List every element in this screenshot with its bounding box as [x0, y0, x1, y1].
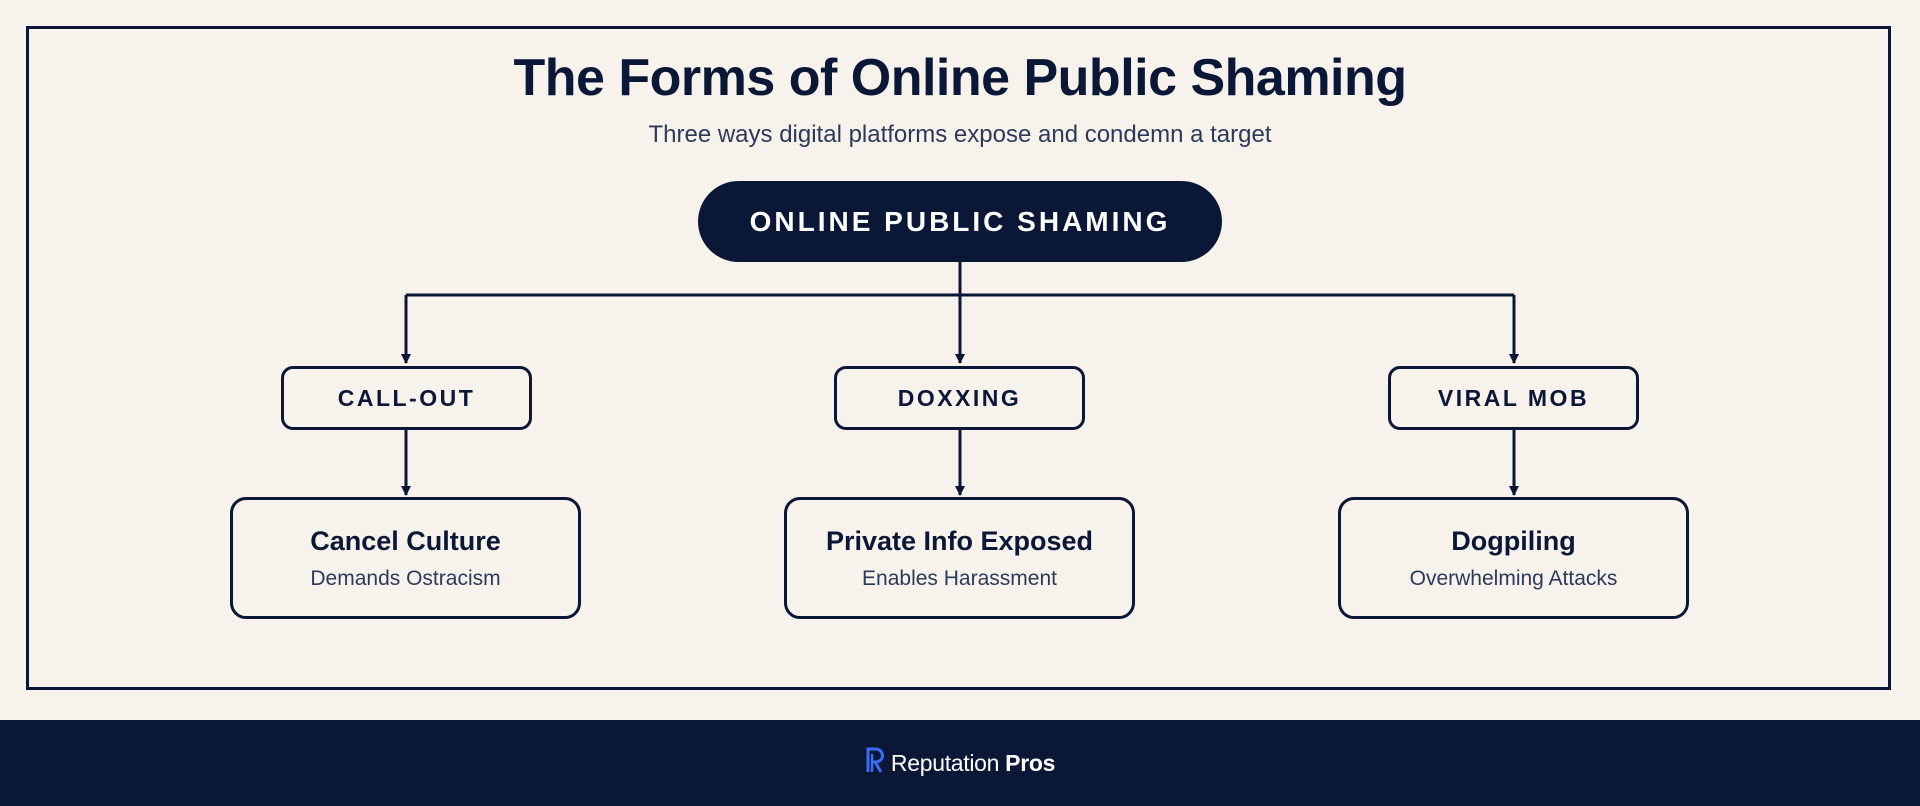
result-node-dogpiling: Dogpiling Overwhelming Attacks — [1338, 497, 1689, 619]
result-title: Cancel Culture — [310, 525, 501, 556]
result-subtitle: Overwhelming Attacks — [1409, 566, 1618, 590]
result-subtitle: Enables Harassment — [862, 566, 1057, 590]
reputation-pros-logo-icon — [865, 746, 885, 780]
page-subtitle: Three ways digital platforms expose and … — [648, 121, 1272, 148]
diagram-frame — [26, 26, 1891, 690]
brand-logo[interactable]: Reputation Pros — [865, 746, 1055, 780]
result-node-private-info-exposed: Private Info Exposed Enables Harassment — [784, 497, 1135, 619]
result-subtitle: Demands Ostracism — [310, 566, 501, 590]
result-title: Dogpiling — [1451, 525, 1576, 556]
page-title: The Forms of Online Public Shaming — [513, 49, 1407, 107]
category-node-call-out: CALL-OUT — [281, 366, 532, 430]
root-node: ONLINE PUBLIC SHAMING — [698, 181, 1222, 262]
brand-name-pros: Pros — [1005, 749, 1056, 776]
category-node-doxxing: DOXXING — [834, 366, 1085, 430]
brand-name-reputation: Reputation — [890, 749, 1000, 776]
footer-bar: Reputation Pros — [0, 720, 1920, 806]
result-node-cancel-culture: Cancel Culture Demands Ostracism — [230, 497, 581, 619]
category-node-viral-mob: VIRAL MOB — [1388, 366, 1639, 430]
result-title: Private Info Exposed — [825, 525, 1094, 556]
